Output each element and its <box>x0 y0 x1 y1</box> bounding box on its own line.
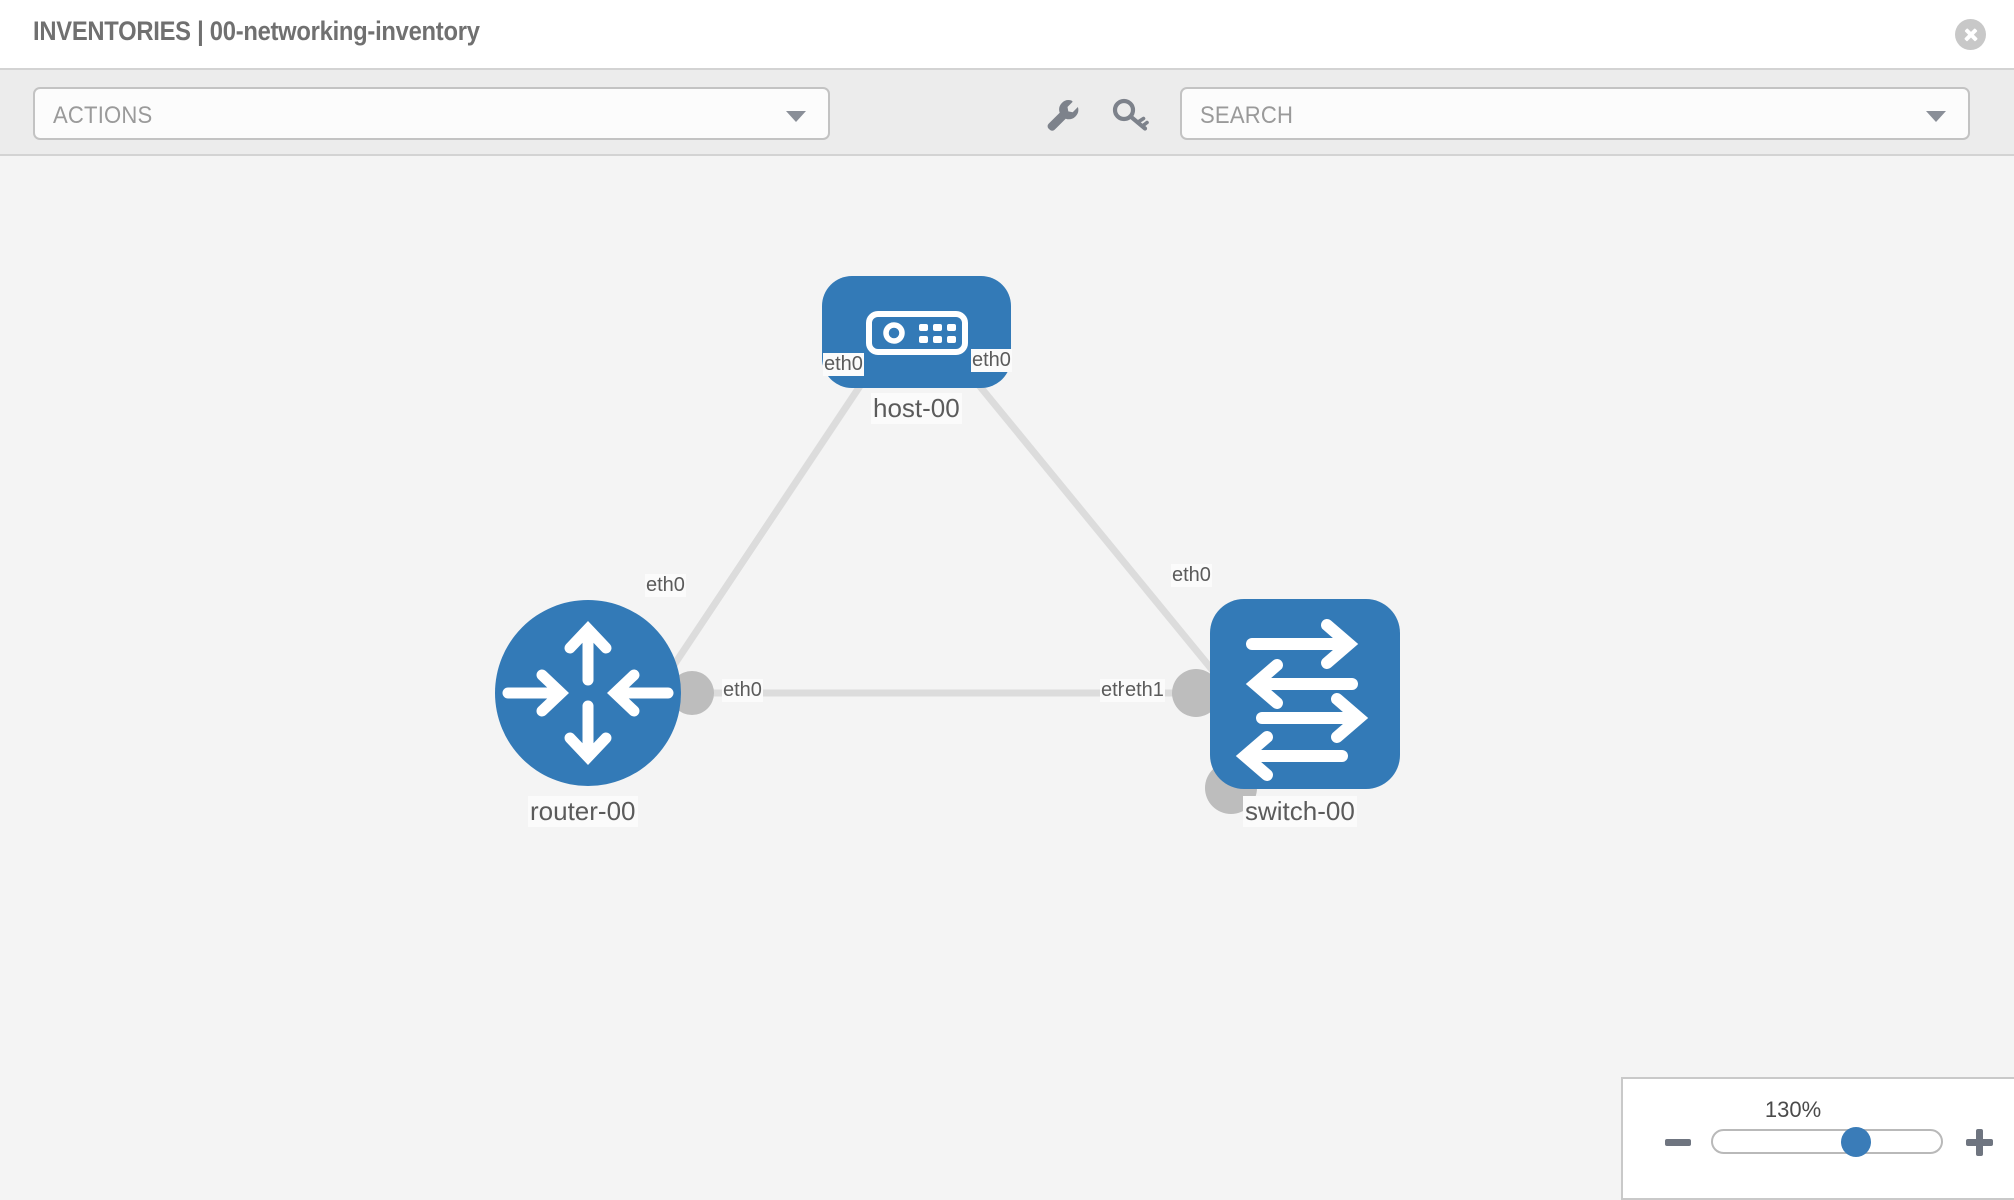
zoom-slider-track[interactable] <box>1711 1129 1943 1154</box>
search-placeholder: SEARCH <box>1200 102 1294 129</box>
actions-dropdown[interactable]: ACTIONS <box>33 87 830 140</box>
minus-icon[interactable] <box>1665 1139 1691 1146</box>
iface-label-router00-eth0-up: eth0 <box>645 574 686 597</box>
chevron-down-icon <box>786 111 806 122</box>
topology-graph <box>495 276 1400 814</box>
zoom-percent-label: 130% <box>1764 1097 1822 1122</box>
topology-ports <box>670 322 1257 814</box>
iface-label-switch00-eth0-up: eth0 <box>1171 564 1212 587</box>
node-router-00[interactable] <box>495 600 681 786</box>
topology-canvas[interactable]: eth0 eth0 eth0 eth0 eth0 eth0 eth1 host-… <box>0 156 2014 1200</box>
node-label-switch-00: switch-00 <box>1243 796 1357 827</box>
iface-label-router00-eth0: eth0 <box>722 679 763 702</box>
iface-label-host00-eth0-left: eth0 <box>823 353 864 376</box>
node-host-00[interactable] <box>822 276 1011 388</box>
port-router00-eth0[interactable] <box>670 671 714 715</box>
node-label-router-00: router-00 <box>528 796 638 827</box>
toolbar: ACTIONS SEARCH <box>0 68 2014 156</box>
search-input[interactable]: SEARCH <box>1180 87 1970 140</box>
link-host00-switch00[interactable] <box>952 353 1253 719</box>
zoom-control-panel: 130% <box>1621 1077 2014 1200</box>
iface-label-host00-eth0-right: eth0 <box>971 349 1012 372</box>
key-icon[interactable] <box>1108 92 1154 138</box>
close-icon[interactable] <box>1955 19 1986 50</box>
zoom-slider-thumb[interactable] <box>1841 1127 1871 1157</box>
page-header: INVENTORIES | 00-networking-inventory <box>0 0 2014 68</box>
node-label-host-00: host-00 <box>871 393 962 424</box>
actions-dropdown-label: ACTIONS <box>53 102 153 129</box>
link-host00-router00[interactable] <box>637 354 883 718</box>
wrench-icon[interactable] <box>1040 92 1086 138</box>
plus-icon[interactable] <box>1966 1129 1993 1156</box>
chevron-down-icon[interactable] <box>1926 111 1946 122</box>
page-title: INVENTORIES | 00-networking-inventory <box>33 16 480 46</box>
node-switch-00[interactable] <box>1210 599 1400 789</box>
iface-label-switch00-eth1: eth1 <box>1124 679 1165 702</box>
port-switch00-eth1[interactable] <box>1172 669 1220 717</box>
